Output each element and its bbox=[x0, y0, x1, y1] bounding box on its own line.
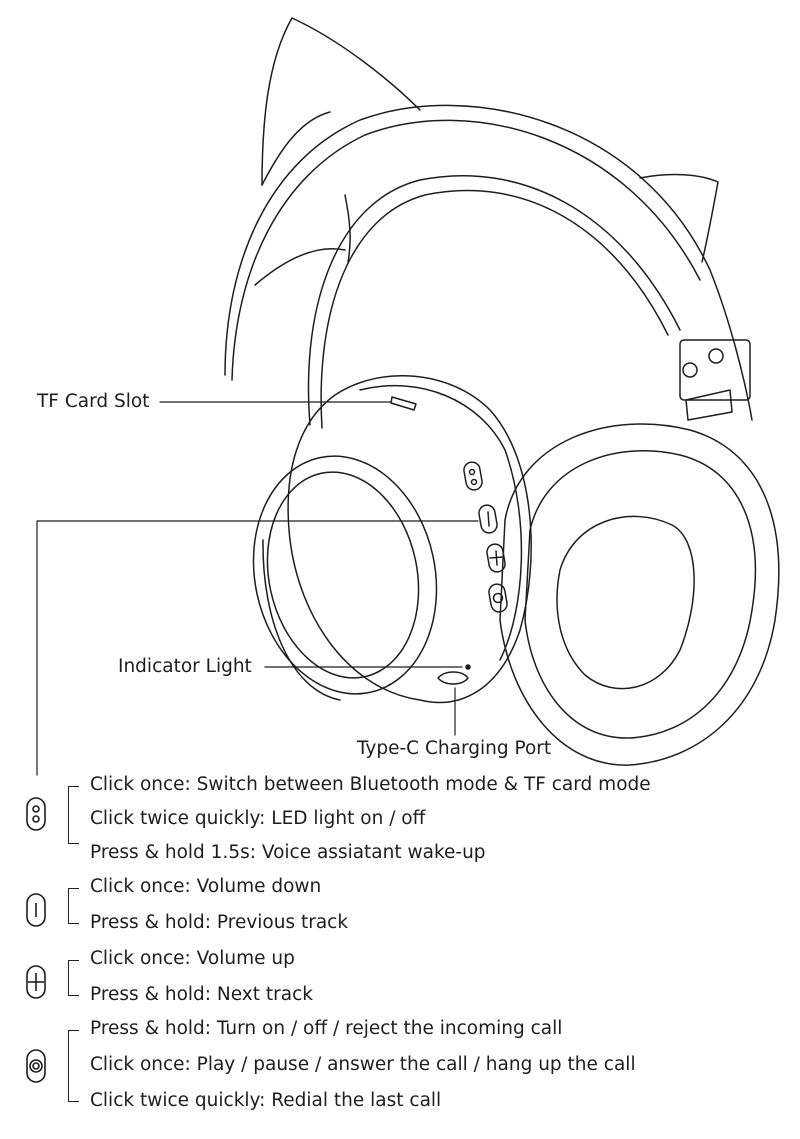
headband-inner bbox=[307, 175, 681, 426]
headphones-illustration bbox=[36, 17, 780, 776]
plus-line-2: Press & hold: Next track bbox=[90, 984, 313, 1005]
tf-card-slot-label: TF Card Slot bbox=[37, 391, 150, 412]
left-earcup-shell bbox=[287, 374, 532, 704]
charge-port bbox=[437, 671, 469, 685]
plus-button bbox=[486, 543, 506, 573]
mode-button-icon bbox=[26, 797, 46, 831]
power-line-3: Click twice quickly: Redial the last cal… bbox=[90, 1090, 442, 1111]
plus-button-icon bbox=[26, 965, 46, 999]
indicator-light-label: Indicator Light bbox=[118, 656, 252, 677]
mode-bracket bbox=[68, 786, 79, 844]
power-bracket bbox=[68, 1030, 79, 1102]
cat-ear-right bbox=[639, 173, 719, 263]
cat-ear-left bbox=[261, 17, 421, 186]
power-button-icon bbox=[26, 1049, 46, 1083]
minus-button bbox=[478, 504, 498, 534]
right-earcup bbox=[499, 423, 780, 766]
power-line-1: Press & hold: Turn on / off / reject the… bbox=[90, 1018, 563, 1039]
mode-line-3: Press & hold 1.5s: Voice assiatant wake-… bbox=[90, 842, 486, 863]
minus-line-1: Click once: Volume down bbox=[90, 876, 322, 897]
power-button bbox=[488, 583, 508, 613]
mode-button bbox=[463, 461, 483, 491]
plus-bracket bbox=[68, 960, 79, 996]
plus-line-1: Click once: Volume up bbox=[90, 948, 295, 969]
left-cushion bbox=[252, 455, 438, 695]
mode-line-2: Click twice quickly: LED light on / off bbox=[90, 808, 426, 829]
minus-line-2: Press & hold: Previous track bbox=[90, 912, 349, 933]
power-line-2: Click once: Play / pause / answer the ca… bbox=[90, 1054, 636, 1075]
mode-line-1: Click once: Switch between Bluetooth mod… bbox=[90, 774, 651, 795]
type-c-port-label: Type-C Charging Port bbox=[357, 738, 552, 759]
minus-button-icon bbox=[26, 893, 46, 927]
indicator-light-dot bbox=[465, 664, 471, 670]
headband-outer bbox=[224, 104, 753, 421]
minus-bracket bbox=[68, 888, 79, 924]
